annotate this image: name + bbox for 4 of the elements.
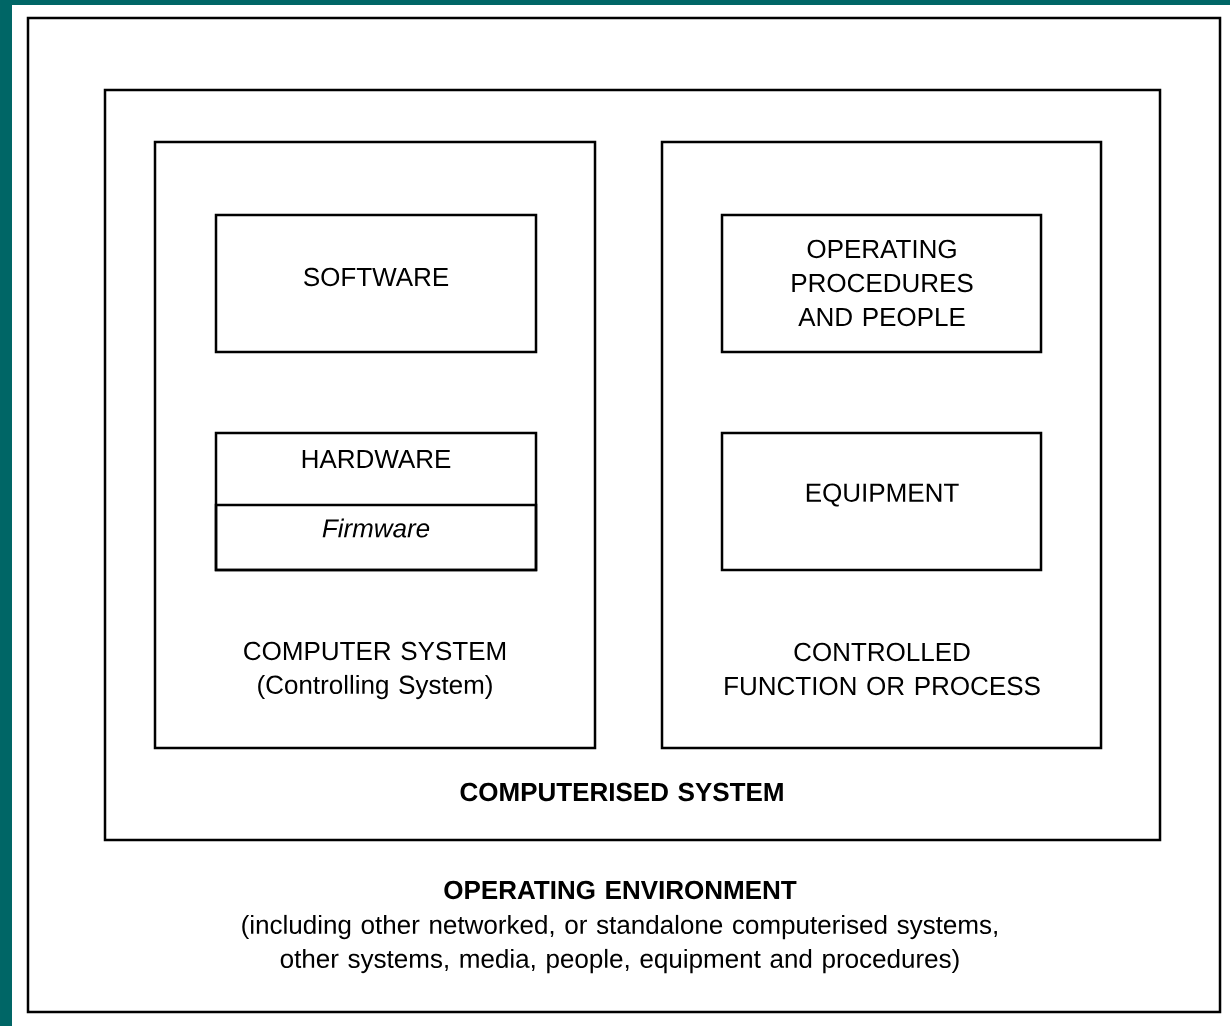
component-box: OPERATING PROCEDURES AND PEOPLE [720,213,1043,354]
component-box: EQUIPMENT [720,431,1043,572]
sub-box: Firmware [214,503,538,572]
component-box: SOFTWARE [214,213,538,354]
